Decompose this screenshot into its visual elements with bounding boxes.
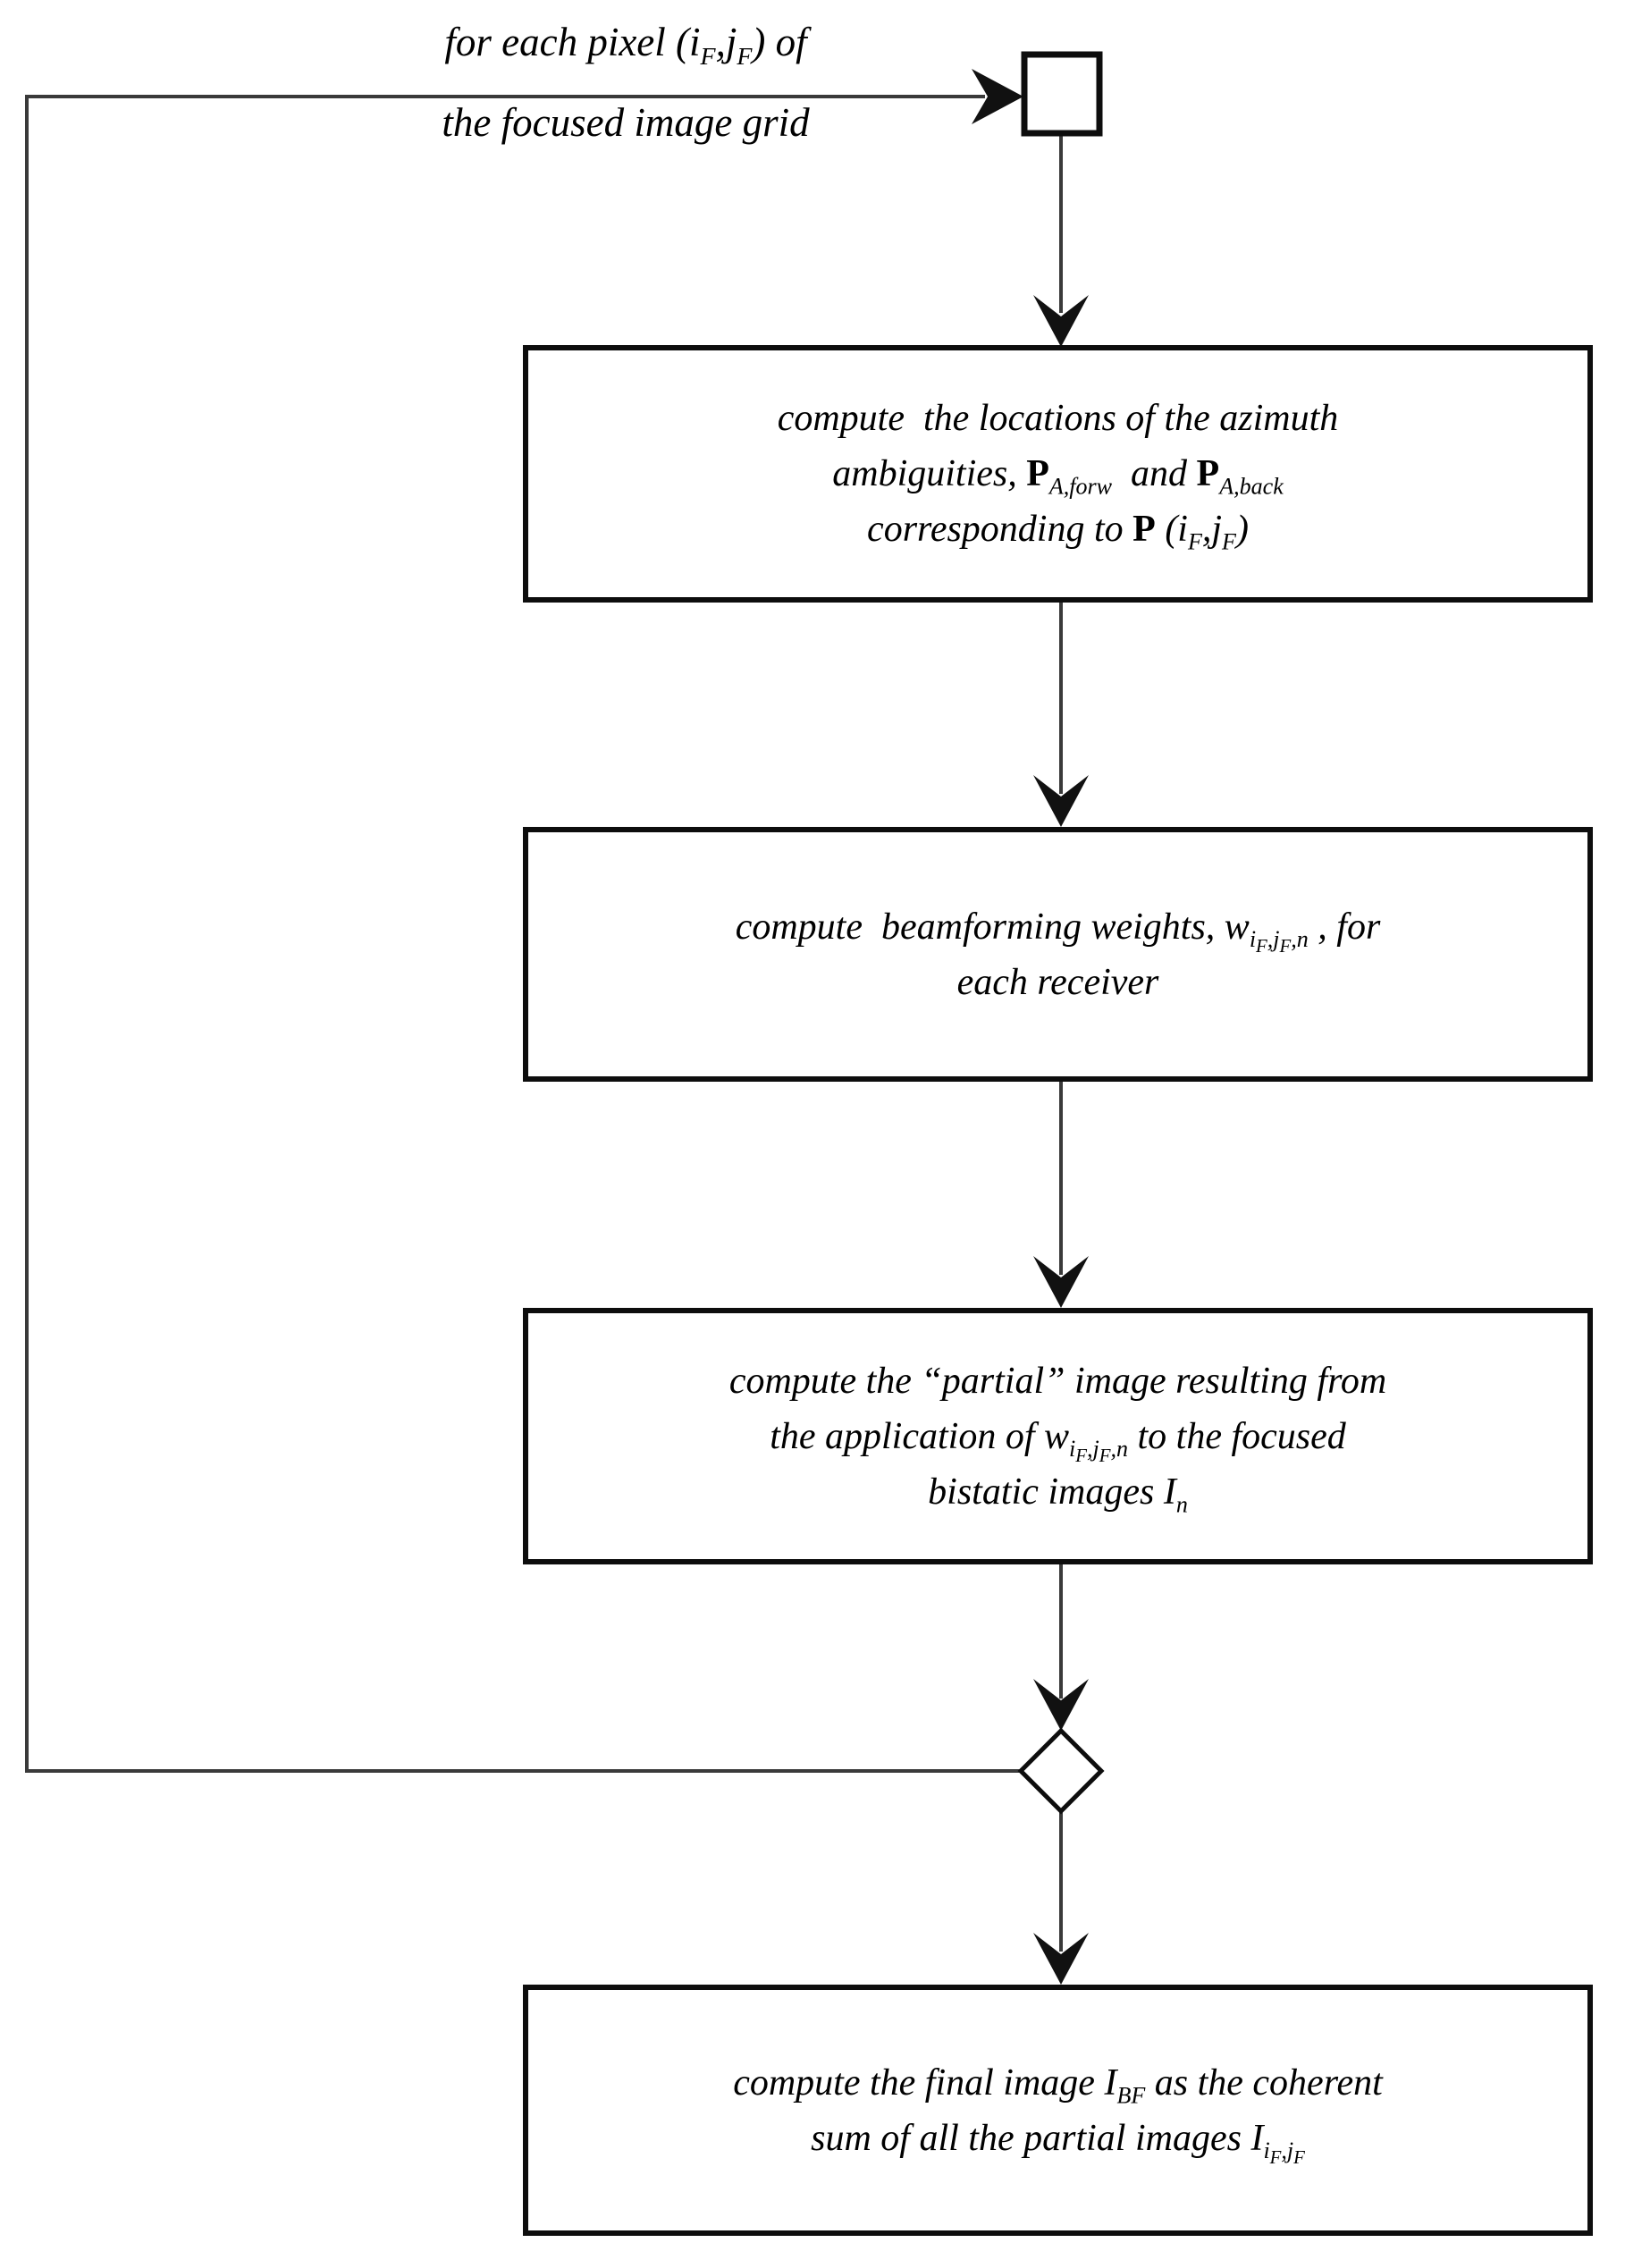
- arrowhead-final-icon: [1033, 1933, 1089, 1985]
- process-box-final-image: compute the final image IBF as the coher…: [523, 1985, 1593, 2236]
- arrowhead-diamond-icon: [1033, 1679, 1089, 1731]
- process-box-partial-image: compute the “partial” image resulting fr…: [523, 1308, 1593, 1564]
- process-box-beamforming-weights-text: compute beamforming weights, wiF,jF,n , …: [735, 906, 1381, 1003]
- loop-back-connector: [25, 95, 1022, 1773]
- loop-start-square-node: [1021, 51, 1103, 137]
- process-box-beamforming-weights: compute beamforming weights, wiF,jF,n , …: [523, 827, 1593, 1082]
- arrowhead-step2-icon: [1033, 775, 1089, 827]
- loop-merge-diamond-node: [1017, 1727, 1105, 1815]
- arrowhead-step1-icon: [1033, 295, 1089, 347]
- arrowhead-into-loop-start-icon: [972, 69, 1023, 124]
- arrowhead-step3-icon: [1033, 1256, 1089, 1308]
- loop-annotation-line2: the focused image grid: [442, 100, 810, 145]
- loop-annotation-line1: for each pixel (iF,jF) of: [444, 20, 807, 71]
- process-box-partial-image-text: compute the “partial” image resulting fr…: [728, 1360, 1387, 1517]
- process-box-final-image-text: compute the final image IBF as the coher…: [733, 2061, 1383, 2169]
